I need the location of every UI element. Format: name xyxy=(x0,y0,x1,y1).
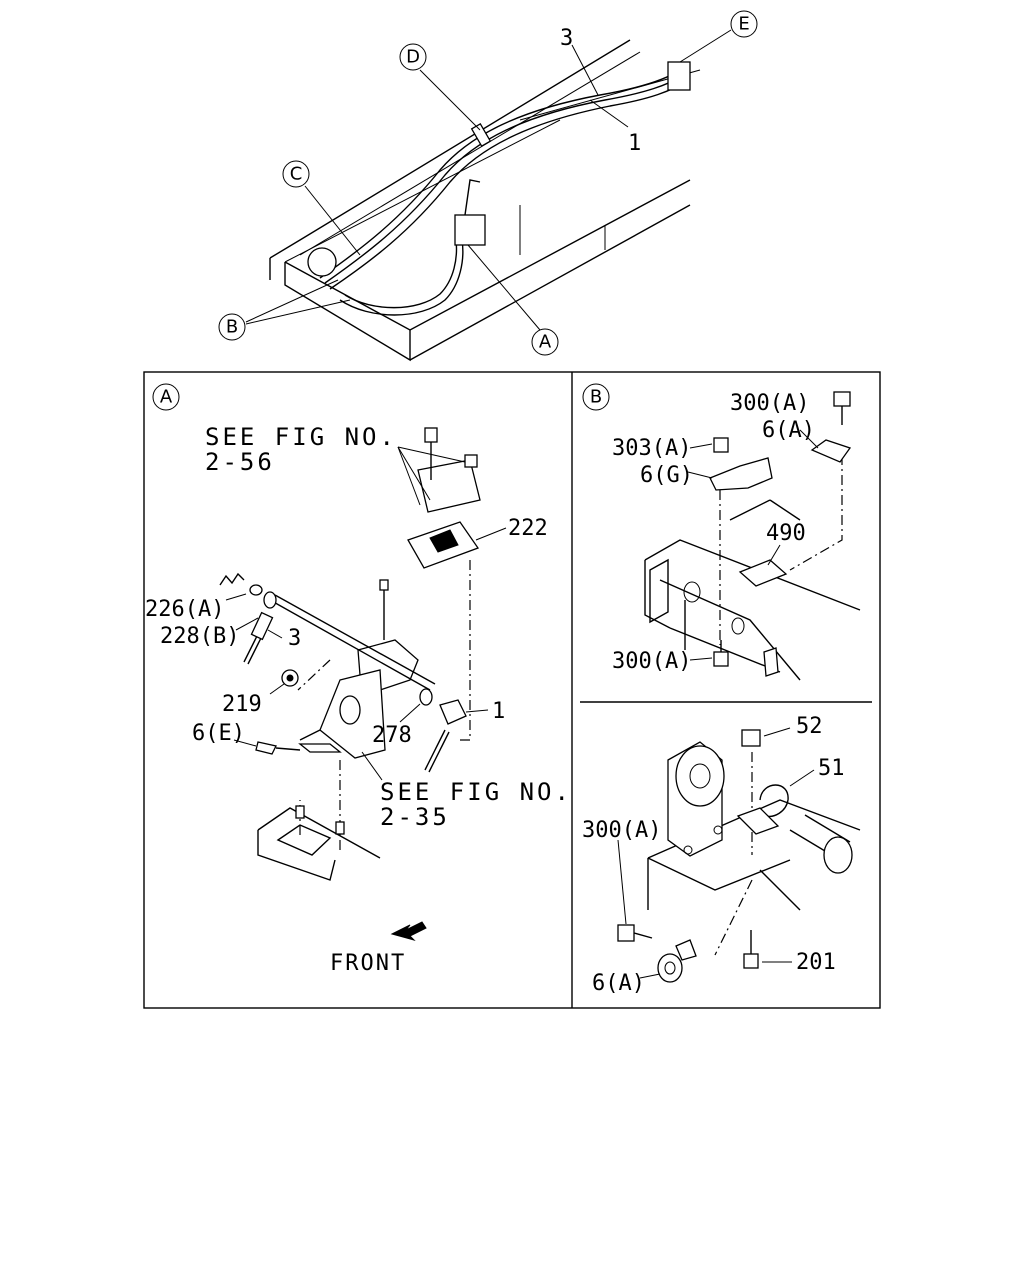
part-490: 490 xyxy=(738,521,806,587)
callout-e: E xyxy=(679,10,758,63)
panel-a: A SEE FIG NO. 2-56 222 xyxy=(145,383,572,976)
svg-text:6(E): 6(E) xyxy=(192,721,245,746)
upper-bracket xyxy=(397,427,481,513)
svg-text:51: 51 xyxy=(818,756,845,781)
panel-c: 52 51 300(A) 201 6(A) xyxy=(582,714,861,996)
svg-text:219: 219 xyxy=(222,692,262,717)
part-6a-top: 6(A) xyxy=(762,418,852,463)
svg-text:300(A): 300(A) xyxy=(582,818,661,843)
svg-text:300(A): 300(A) xyxy=(730,391,809,416)
front-arrow-icon xyxy=(390,921,427,941)
part-278: 278 xyxy=(372,688,433,748)
svg-text:3: 3 xyxy=(560,26,573,51)
part-300a-top: 300(A) xyxy=(730,391,851,425)
cross-tube xyxy=(759,814,853,911)
svg-text:228(B): 228(B) xyxy=(160,624,239,649)
svg-text:B: B xyxy=(590,387,602,408)
overview-illustration xyxy=(269,39,701,362)
overview-part-3: 3 xyxy=(560,26,599,96)
svg-text:303(A): 303(A) xyxy=(612,436,691,461)
svg-text:1: 1 xyxy=(628,131,641,156)
floor-plate xyxy=(257,805,381,881)
part-6a-c: 6(A) xyxy=(592,939,697,996)
part-6g: 6(G) xyxy=(640,457,773,491)
panel-b: B 490 300(A) xyxy=(582,383,861,681)
svg-text:490: 490 xyxy=(766,521,806,546)
svg-text:278: 278 xyxy=(372,723,412,748)
front-label: FRONT xyxy=(330,951,406,976)
part-51: 51 xyxy=(736,756,845,835)
part-219: 219 xyxy=(222,669,299,717)
callout-b: B xyxy=(218,279,351,341)
svg-text:52: 52 xyxy=(796,714,823,739)
part-222: 222 xyxy=(407,516,548,569)
callout-c: C xyxy=(282,160,361,256)
part-3: 3 xyxy=(250,611,301,651)
part-226a: 226(A) xyxy=(145,572,247,622)
panel-b-badge: B xyxy=(582,383,610,411)
svg-text:201: 201 xyxy=(796,950,836,975)
part-6e: 6(E) xyxy=(192,721,342,755)
svg-text:1: 1 xyxy=(492,699,505,724)
svg-text:6(A): 6(A) xyxy=(762,418,815,443)
part-303a: 303(A) xyxy=(612,436,729,461)
svg-text:A: A xyxy=(539,332,552,353)
see-fig-2-56-line2: 2-56 xyxy=(205,448,275,476)
callout-d: D xyxy=(399,43,481,131)
overview-callouts: E D C B A 3 1 xyxy=(218,10,758,356)
svg-text:6(A): 6(A) xyxy=(592,971,645,996)
callout-a: A xyxy=(467,244,559,356)
svg-text:3: 3 xyxy=(288,626,301,651)
svg-text:226(A): 226(A) xyxy=(145,597,224,622)
part-300a-c: 300(A) xyxy=(582,818,661,942)
svg-text:222: 222 xyxy=(508,516,548,541)
shift-lever xyxy=(299,579,419,759)
see-fig-2-56-line1: SEE FIG NO. xyxy=(205,423,397,451)
svg-text:D: D xyxy=(406,47,420,68)
svg-text:A: A xyxy=(160,387,173,408)
part-201: 201 xyxy=(743,930,836,975)
part-52: 52 xyxy=(741,714,823,747)
panel-a-badge: A xyxy=(152,383,180,411)
svg-text:C: C xyxy=(290,164,303,185)
svg-text:300(A): 300(A) xyxy=(612,649,691,674)
part-1: 1 xyxy=(439,699,505,725)
part-228b: 228(B) xyxy=(160,584,277,649)
see-fig-2-35-line1: SEE FIG NO. xyxy=(380,778,572,806)
overview-part-1: 1 xyxy=(589,99,641,156)
svg-text:6(G): 6(G) xyxy=(640,463,693,488)
svg-text:B: B xyxy=(226,317,238,338)
frame-beam xyxy=(644,499,861,681)
see-fig-2-35-line2: 2-35 xyxy=(380,803,450,831)
engine-mount xyxy=(667,741,725,857)
part-300a-bottom: 300(A) xyxy=(612,640,779,677)
panel-frames xyxy=(143,371,881,1009)
svg-text:E: E xyxy=(738,14,749,35)
